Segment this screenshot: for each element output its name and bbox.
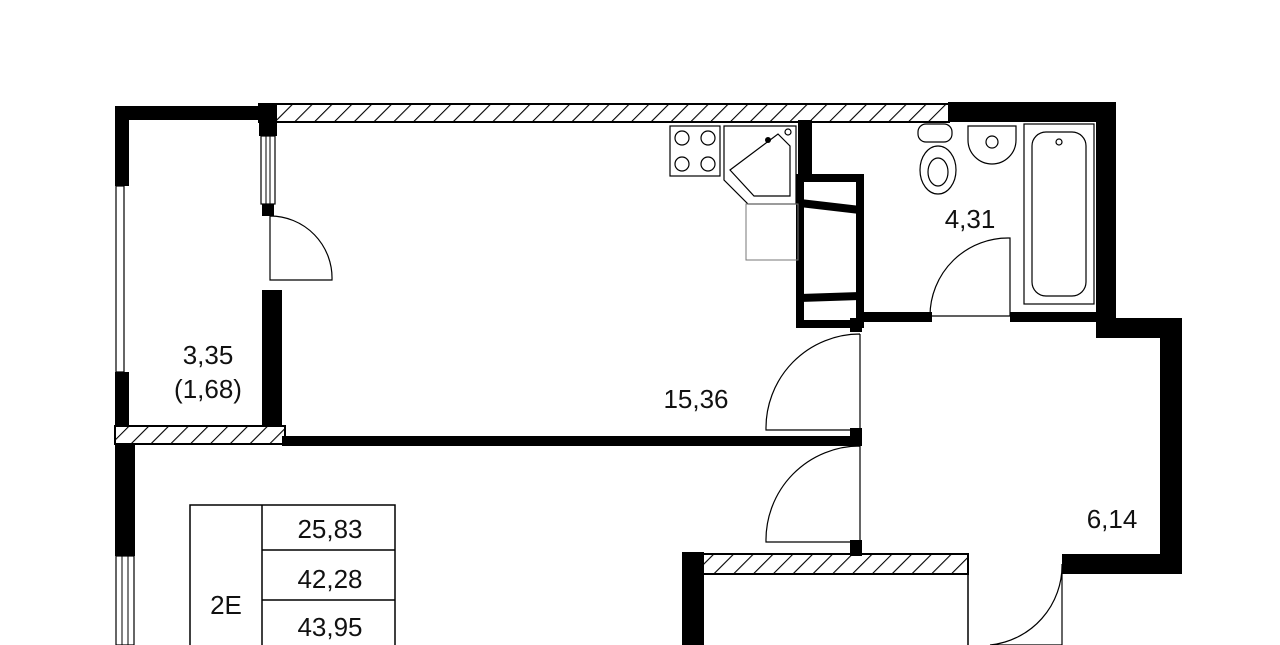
wall-bath-bottom-right: [1010, 312, 1106, 322]
living-door: [765, 333, 861, 431]
sink-icon: [723, 125, 797, 205]
wall-top: [258, 103, 950, 123]
wall-right-hall: [1160, 318, 1182, 574]
wall-stub-3: [850, 540, 862, 556]
wall-balcony-bottom: [114, 425, 286, 445]
bathroom-area: 4,31: [945, 204, 996, 234]
wall-balcony-left-low: [115, 372, 129, 426]
balcony-window: [115, 185, 125, 373]
toilet-icon: [919, 145, 957, 195]
wall-hall-bottom: [1062, 554, 1182, 574]
wall-stub-2: [850, 318, 862, 332]
wall-balcony-inner-top: [259, 104, 277, 136]
living-area: 25,83: [297, 514, 362, 544]
wall-bath-bottom-left: [860, 312, 932, 322]
balcony-reduced-area: (1,68): [174, 374, 242, 404]
wall-stub: [262, 204, 274, 216]
room-door: [765, 445, 861, 543]
wall-living-bottom: [282, 436, 860, 446]
wall-left-lower: [115, 444, 135, 556]
window-left-lower: [115, 555, 135, 645]
wall-balcony-left: [115, 106, 129, 186]
partition-kitchen-bath: [798, 120, 812, 178]
apartment-type: 2Е: [210, 590, 242, 620]
wall-balcony-inner-low: [262, 290, 282, 436]
stove-icon: [669, 125, 721, 177]
balcony-area: 3,35: [183, 340, 234, 370]
wall-top-bath: [948, 102, 1116, 122]
room-labels: 3,35 (1,68) 15,36 4,31 6,14: [174, 204, 1137, 534]
main-room-area: 15,36: [663, 384, 728, 414]
wall-bottom-hatched: [699, 553, 969, 575]
entrance-door: [989, 563, 1063, 645]
hallway-area: 6,14: [1087, 504, 1138, 534]
wall-bottom-left: [682, 552, 704, 645]
total-area-with-balcony: 43,95: [297, 612, 362, 642]
bathtub-icon: [1023, 123, 1095, 305]
bathroom-fixtures: [917, 123, 1095, 305]
kitchen: [669, 125, 799, 261]
balcony-door-window: [260, 135, 276, 205]
bath-door: [929, 237, 1011, 317]
washbasin-icon: [967, 125, 1017, 165]
wall-balcony-top: [115, 106, 261, 120]
balcony-door: [269, 215, 333, 281]
area-summary-table: 2Е 25,83 42,28 43,95: [189, 504, 396, 645]
wall-living-bottom-end: [850, 428, 862, 446]
vent-shaft: [796, 174, 864, 328]
toilet-tank-icon: [917, 123, 953, 143]
wall-right-bath: [1096, 102, 1116, 338]
walls: [114, 102, 1182, 645]
fridge-icon: [745, 203, 799, 261]
total-area: 42,28: [297, 564, 362, 594]
